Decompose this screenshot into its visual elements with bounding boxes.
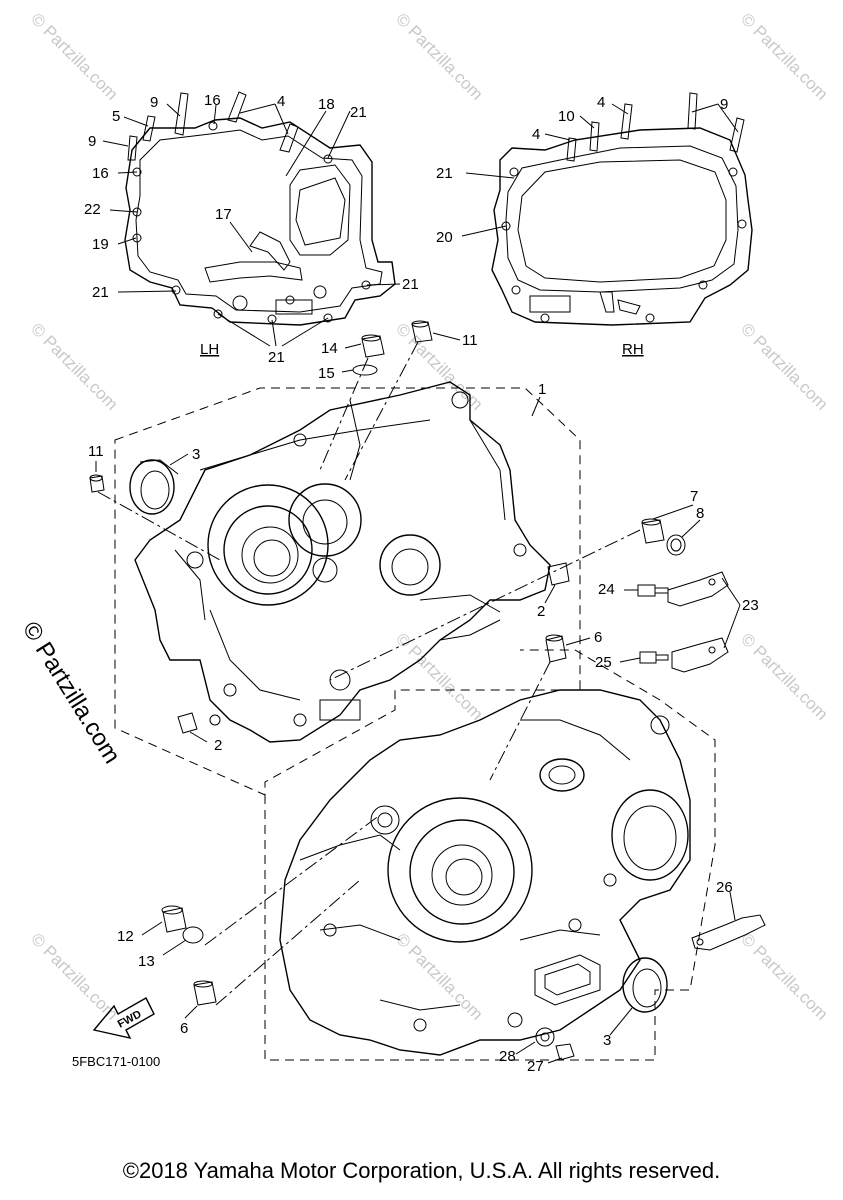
callout-25: 25	[595, 654, 612, 671]
watermark: © Partzilla.com	[27, 319, 121, 413]
lh-gasket-drawing	[124, 91, 396, 326]
diagram-code: 5FBC171-0100	[72, 1054, 160, 1069]
callout-28: 28	[499, 1048, 516, 1065]
watermark: © Partzilla.com	[27, 9, 121, 103]
callout-9: 9	[88, 133, 96, 150]
callout-5: 5	[112, 108, 120, 125]
callout-16: 16	[92, 165, 109, 182]
callout-11: 11	[88, 443, 104, 460]
watermark: © Partzilla.com	[737, 629, 831, 723]
callout-21: 21	[268, 349, 285, 366]
rh-gasket-drawing	[491, 92, 753, 326]
callout-13: 13	[138, 953, 155, 970]
lh-label: LH	[200, 341, 219, 358]
callout-9: 9	[150, 94, 158, 111]
callout-11: 11	[462, 332, 478, 349]
callout-3: 3	[603, 1032, 611, 1049]
crankcase-left-drawing	[114, 381, 581, 796]
watermark: © Partzilla.com	[737, 9, 831, 103]
leader-lines	[95, 103, 741, 1064]
watermark: © Partzilla.com	[737, 319, 831, 413]
callout-1: 1	[538, 381, 546, 398]
callout-labels: 9 16 4 18 21 5 9 16 22 17 19 21 21 21 4 …	[84, 92, 759, 1075]
callout-10: 10	[558, 108, 575, 125]
callout-14: 14	[321, 340, 338, 357]
callout-6: 6	[180, 1020, 188, 1037]
watermark: © Partzilla.com	[737, 929, 831, 1023]
callout-2: 2	[537, 603, 545, 620]
callout-19: 19	[92, 236, 109, 253]
callout-24: 24	[598, 581, 615, 598]
watermark-side: © Partzilla.com	[17, 617, 126, 768]
callout-6: 6	[594, 629, 602, 646]
callout-21: 21	[92, 284, 109, 301]
callout-4: 4	[277, 93, 285, 110]
callout-2: 2	[214, 737, 222, 754]
callout-4: 4	[597, 94, 605, 111]
callout-4: 4	[532, 126, 540, 143]
loose-parts	[89, 320, 729, 1006]
callout-26: 26	[716, 879, 733, 896]
watermark: © Partzilla.com	[392, 929, 486, 1023]
copyright-notice: ©2018 Yamaha Motor Corporation, U.S.A. A…	[122, 1158, 721, 1183]
watermark: © Partzilla.com	[392, 9, 486, 103]
callout-22: 22	[84, 201, 101, 218]
callout-16: 16	[204, 92, 221, 109]
callout-12: 12	[117, 928, 134, 945]
watermark: © Partzilla.com	[27, 929, 121, 1023]
crankcase-right-drawing	[264, 649, 766, 1061]
callout-27: 27	[527, 1058, 544, 1075]
callout-17: 17	[215, 206, 232, 223]
callout-23: 23	[742, 597, 759, 614]
callout-7: 7	[690, 488, 698, 505]
callout-20: 20	[436, 229, 453, 246]
callout-8: 8	[696, 505, 704, 522]
callout-9: 9	[720, 96, 728, 113]
rh-label: RH	[622, 341, 644, 358]
callout-15: 15	[318, 365, 335, 382]
callout-18: 18	[318, 96, 335, 113]
callout-21: 21	[350, 104, 367, 121]
callout-21: 21	[436, 165, 453, 182]
callout-21: 21	[402, 276, 419, 293]
callout-3: 3	[192, 446, 200, 463]
watermark-layer: © Partzilla.com © Partzilla.com © Partzi…	[17, 9, 832, 1023]
